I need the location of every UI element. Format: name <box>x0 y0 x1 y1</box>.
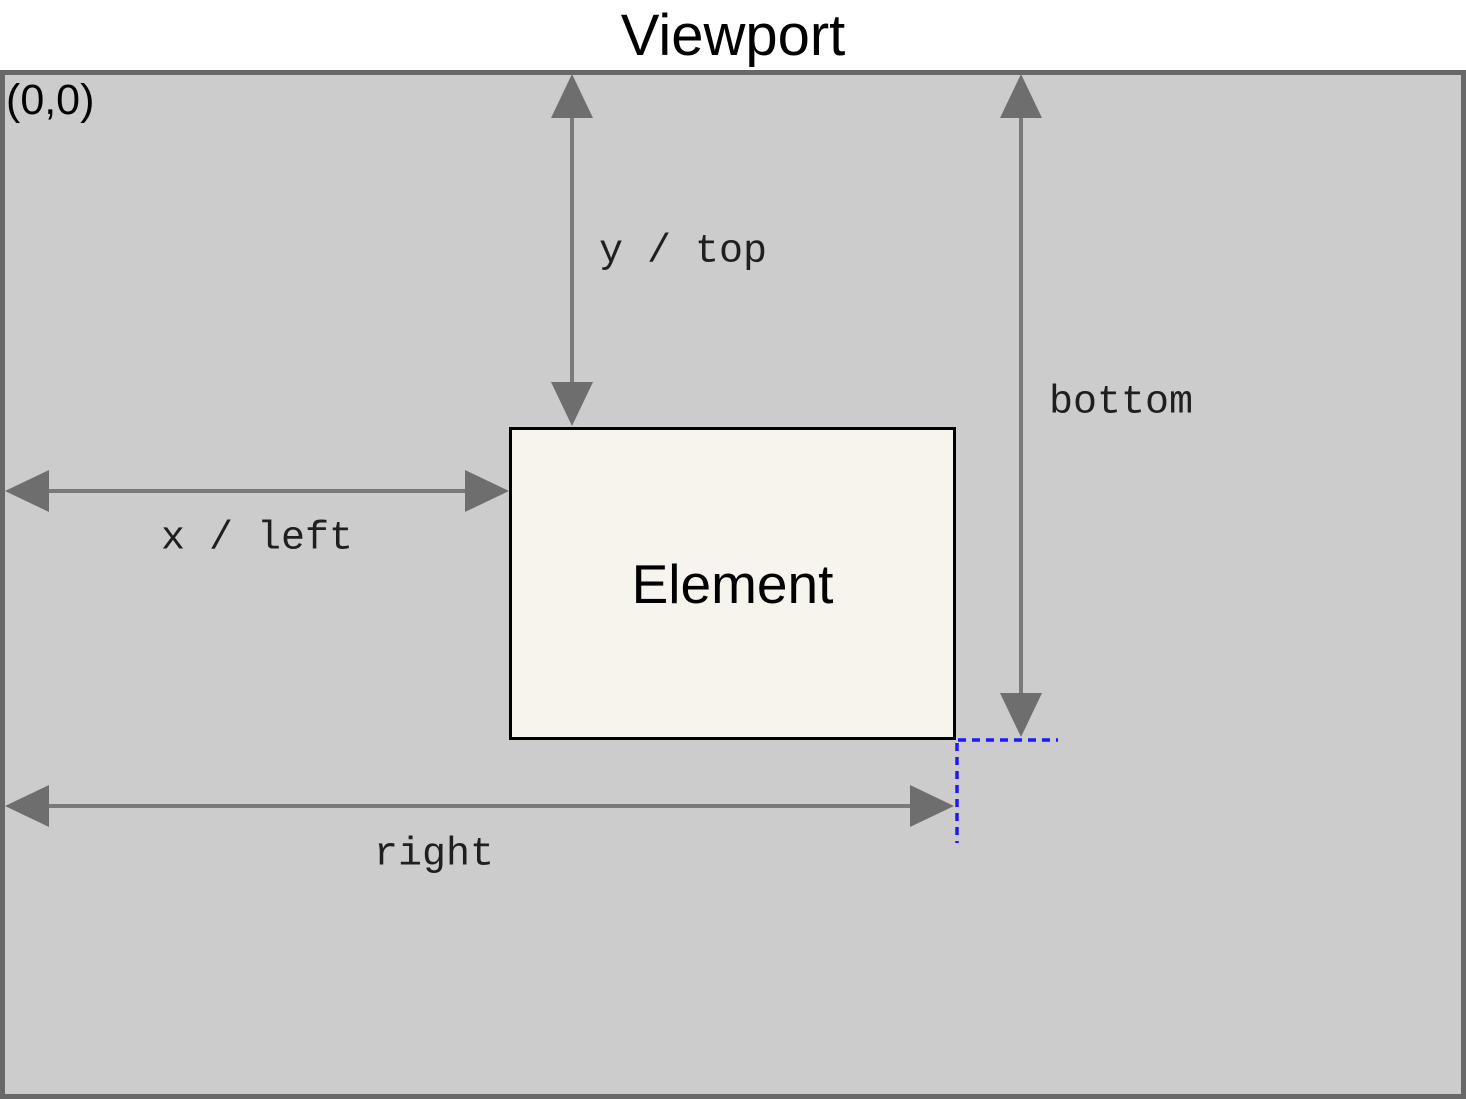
x-left-label: x / left <box>160 516 354 562</box>
viewport-title: Viewport <box>620 2 846 68</box>
element-box: Element <box>509 427 956 740</box>
element-label: Element <box>631 552 834 615</box>
origin-coordinates-label: (0,0) <box>6 76 95 124</box>
right-label: right <box>373 832 495 878</box>
bottom-label: bottom <box>1048 380 1194 426</box>
y-top-label: y / top <box>598 229 768 275</box>
